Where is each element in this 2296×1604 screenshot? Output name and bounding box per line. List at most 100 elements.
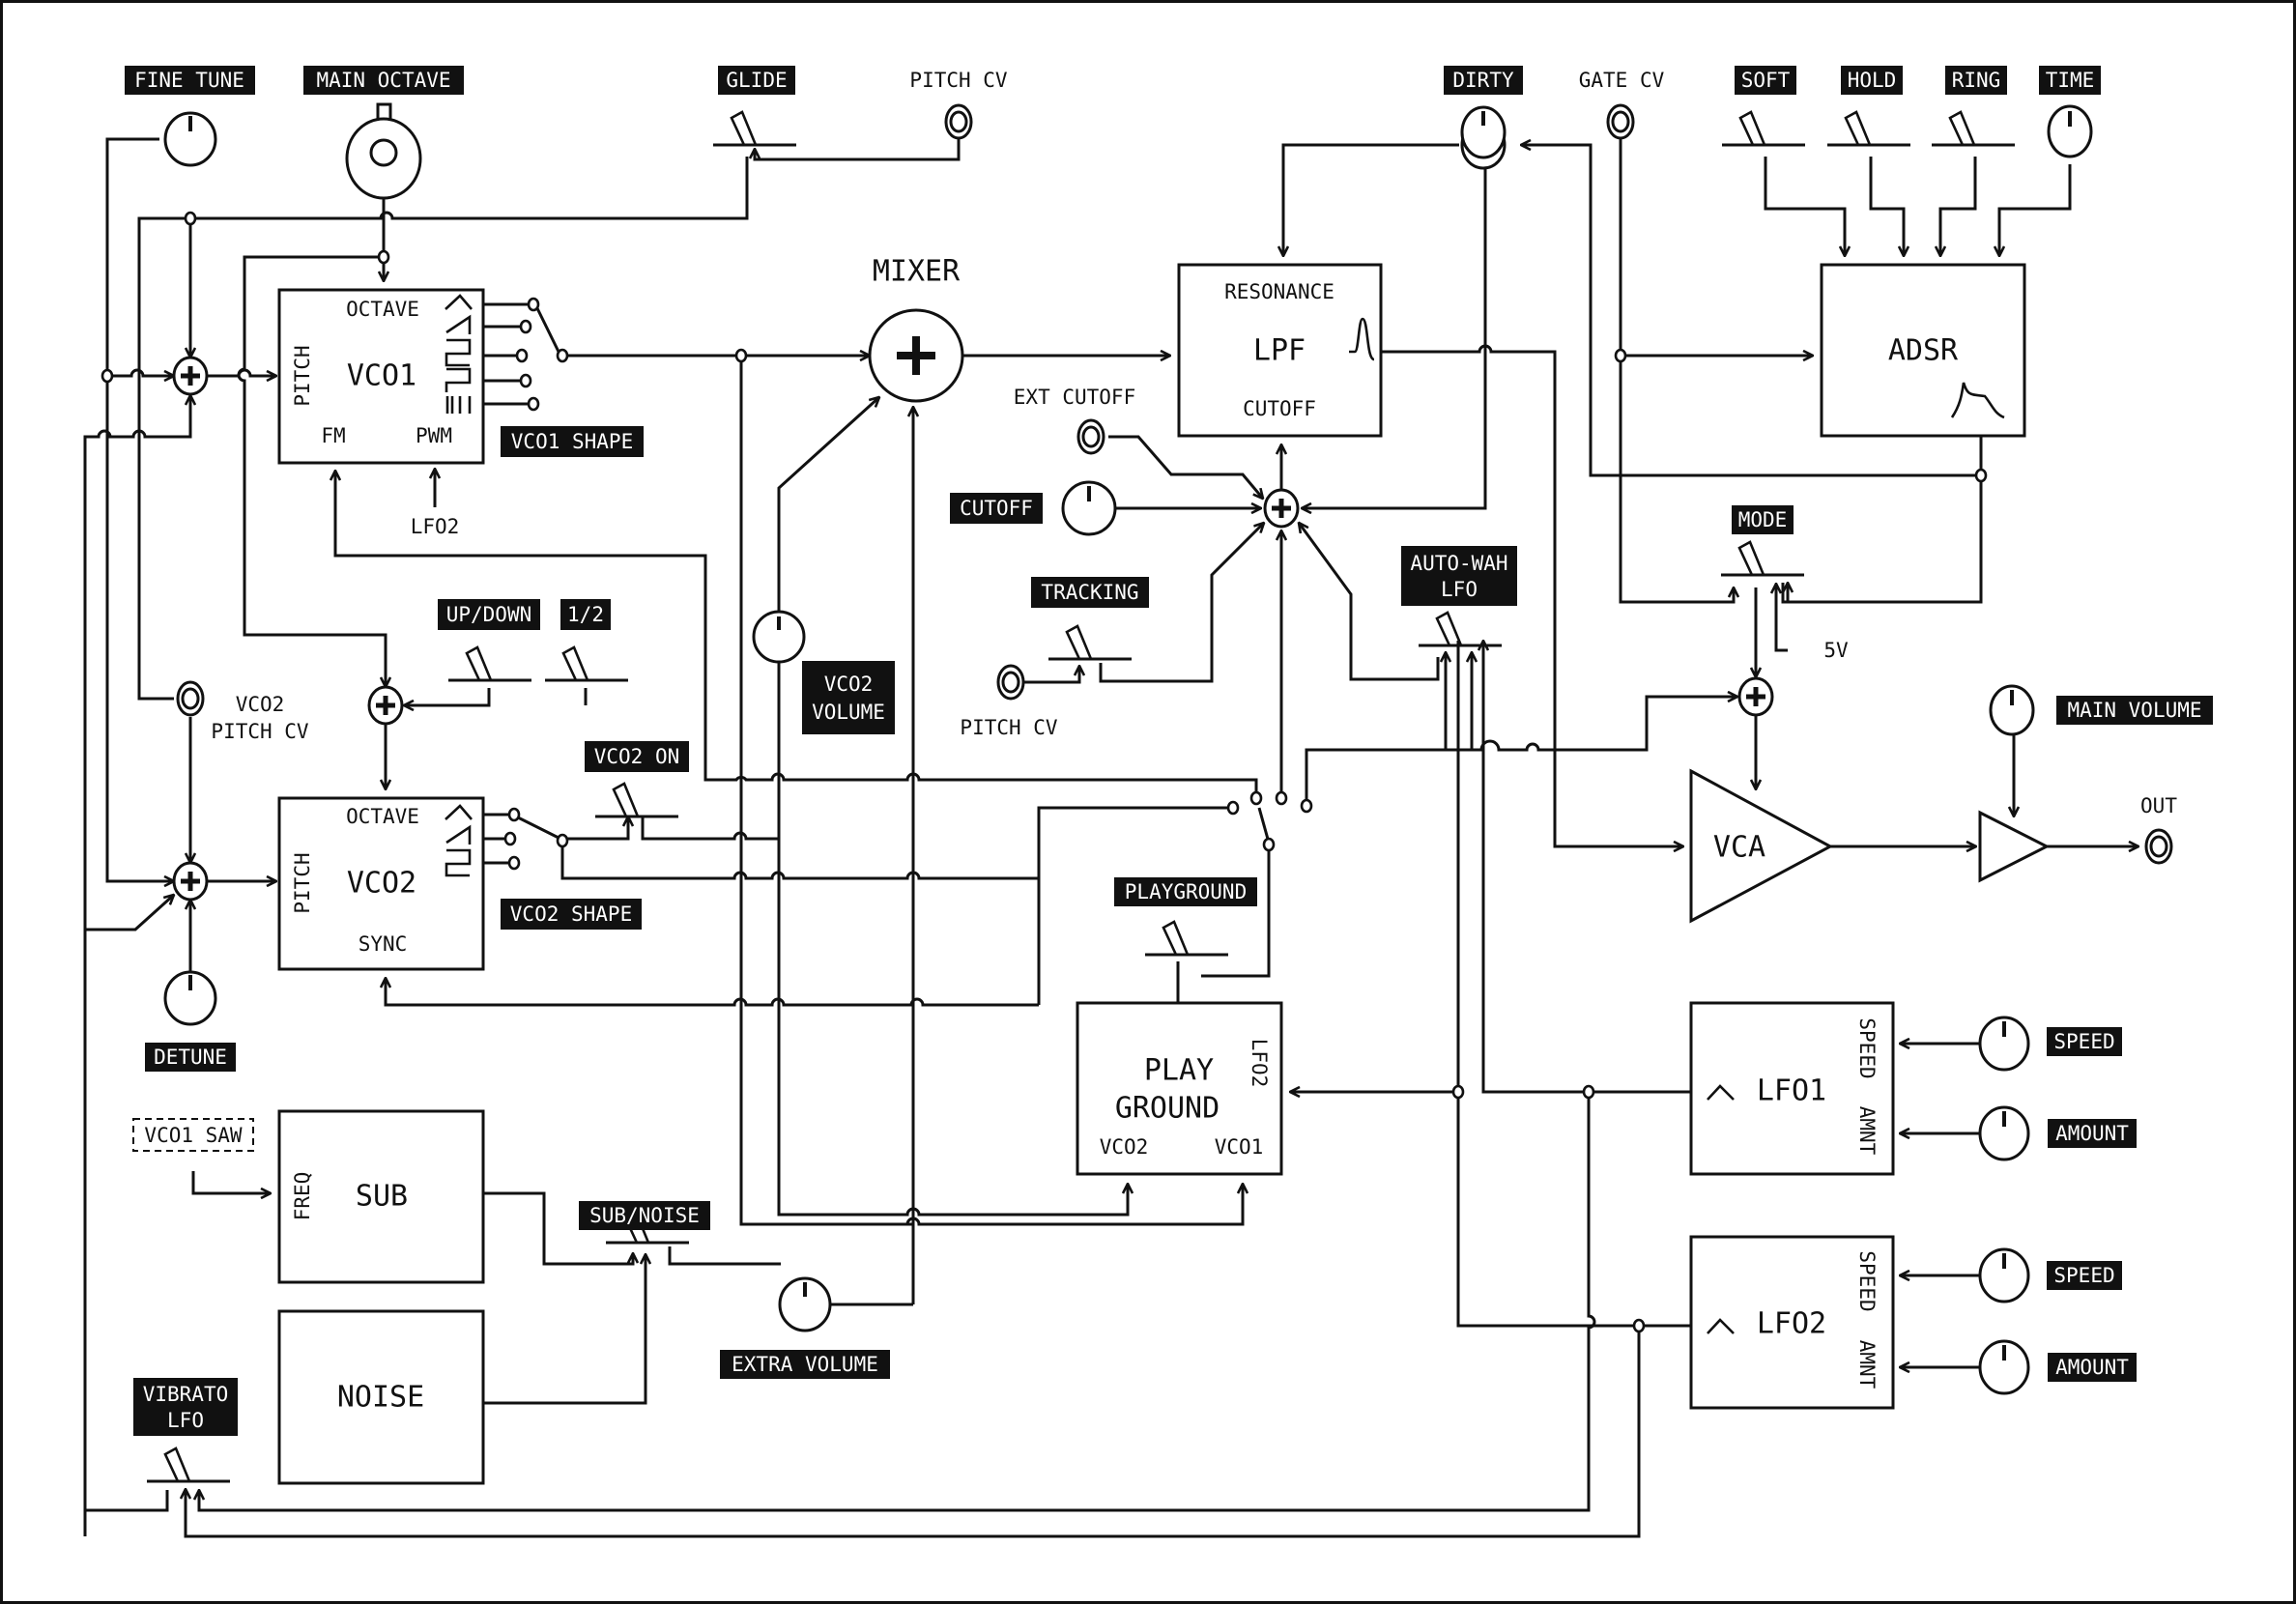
junction-dots bbox=[100, 211, 1988, 1333]
svg-text:LFO: LFO bbox=[1441, 578, 1478, 601]
sub-block: SUB FREQ bbox=[277, 1109, 485, 1284]
svg-text:AMOUNT: AMOUNT bbox=[2055, 1356, 2129, 1379]
svg-text:AUTO-WAH: AUTO-WAH bbox=[1410, 552, 1507, 575]
lfo2-amount-knob[interactable] bbox=[1978, 1339, 2030, 1395]
label-glide: GLIDE bbox=[718, 66, 795, 95]
playground-switch[interactable] bbox=[1145, 920, 1228, 957]
svg-text:MAIN VOLUME: MAIN VOLUME bbox=[2067, 699, 2201, 722]
sub-title: SUB bbox=[356, 1180, 408, 1214]
noise-title: NOISE bbox=[337, 1381, 424, 1415]
vco1-octave-label: OCTAVE bbox=[346, 298, 419, 321]
label-lfo1-speed: SPEED bbox=[2047, 1027, 2122, 1056]
vibrato-lfo-switch[interactable] bbox=[147, 1446, 230, 1483]
playground-block: PLAY GROUND LFO2 VCO2 VCO1 bbox=[1076, 1001, 1283, 1176]
svg-text:FINE TUNE: FINE TUNE bbox=[134, 69, 244, 92]
half-switch[interactable] bbox=[545, 645, 628, 682]
vco2-on-switch[interactable] bbox=[595, 782, 678, 818]
lfo2-speed-label: SPEED bbox=[1855, 1250, 1879, 1311]
label-vibrato-lfo: VIBRATO LFO bbox=[133, 1378, 238, 1436]
svg-text:DIRTY: DIRTY bbox=[1452, 69, 1514, 92]
gate-cv-jack[interactable] bbox=[1606, 103, 1635, 140]
playground-vco2-label: VCO2 bbox=[1100, 1135, 1149, 1159]
up-down-switch[interactable] bbox=[448, 645, 531, 682]
lpf-block: RESONANCE LPF CUTOFF bbox=[1177, 263, 1383, 438]
svg-text:AMOUNT: AMOUNT bbox=[2055, 1122, 2129, 1145]
glide-switch[interactable] bbox=[713, 110, 796, 147]
hold-switch[interactable] bbox=[1827, 110, 1910, 147]
svg-text:TRACKING: TRACKING bbox=[1041, 581, 1138, 604]
vco2-pitch-cv-label-line1: VCO2 bbox=[236, 693, 285, 716]
playground-lfo2-label: LFO2 bbox=[1248, 1039, 1271, 1088]
label-playground: PLAYGROUND bbox=[1114, 877, 1257, 906]
vco1-saw-source: VCO1 SAW bbox=[132, 1118, 254, 1152]
time-knob[interactable] bbox=[2047, 104, 2093, 158]
mode-switch[interactable] bbox=[1721, 540, 1804, 577]
svg-text:SUB/NOISE: SUB/NOISE bbox=[589, 1204, 700, 1227]
fine-tune-knob[interactable] bbox=[163, 111, 217, 167]
label-lfo1-amount: AMOUNT bbox=[2048, 1119, 2137, 1148]
lfo1-amount-knob[interactable] bbox=[1978, 1105, 2030, 1161]
triangle-wave-icon bbox=[1707, 1084, 1735, 1101]
vco1-fm-label: FM bbox=[321, 424, 345, 447]
label-detune: DETUNE bbox=[145, 1043, 236, 1072]
vco1-pwm-label: PWM bbox=[416, 424, 452, 447]
lfo1-amount-label: AMNT bbox=[1855, 1106, 1879, 1156]
vco2-title: VCO2 bbox=[347, 867, 416, 901]
vco2-volume-knob[interactable] bbox=[752, 610, 806, 664]
adsr-block: ADSR bbox=[1820, 263, 2026, 438]
tracking-switch[interactable] bbox=[1048, 624, 1132, 661]
soft-switch[interactable] bbox=[1722, 110, 1805, 147]
saw-wave-icon bbox=[445, 824, 472, 845]
detune-knob[interactable] bbox=[163, 970, 217, 1026]
noise-block: NOISE bbox=[277, 1309, 485, 1485]
playground-title-line1: PLAY bbox=[1144, 1054, 1214, 1088]
main-octave-knob[interactable] bbox=[345, 102, 422, 200]
lfo1-speed-knob[interactable] bbox=[1978, 1016, 2030, 1072]
lfo1-title: LFO1 bbox=[1757, 1074, 1826, 1108]
label-extra-volume: EXTRA VOLUME bbox=[720, 1350, 890, 1379]
label-lfo2-amount: AMOUNT bbox=[2048, 1353, 2137, 1382]
cutoff-knob[interactable] bbox=[1061, 480, 1117, 536]
main-volume-knob[interactable] bbox=[1989, 684, 2035, 736]
wires bbox=[83, 137, 2138, 1538]
label-dirty: DIRTY bbox=[1444, 66, 1523, 95]
playground-vco1-label: VCO1 bbox=[1215, 1135, 1264, 1159]
out-label: OUT bbox=[2140, 794, 2177, 817]
label-vco2-shape: VCO2 SHAPE bbox=[501, 899, 642, 930]
tracking-pitch-cv-jack[interactable] bbox=[996, 664, 1025, 701]
lfo2-amount-label: AMNT bbox=[1855, 1340, 1879, 1389]
vco2-pitch-label: PITCH bbox=[291, 852, 314, 913]
svg-text:CUTOFF: CUTOFF bbox=[960, 497, 1033, 520]
lfo2-speed-knob[interactable] bbox=[1978, 1247, 2030, 1303]
five-volt-label: 5V bbox=[1823, 639, 1849, 662]
svg-text:VCO2: VCO2 bbox=[824, 673, 874, 696]
switch-input-wires bbox=[1446, 583, 1788, 750]
summer-cutoff bbox=[1263, 488, 1300, 529]
lfo2-title: LFO2 bbox=[1757, 1307, 1826, 1341]
label-fine-tune: FINE TUNE bbox=[125, 66, 255, 95]
svg-text:1/2: 1/2 bbox=[567, 603, 604, 626]
svg-text:MODE: MODE bbox=[1738, 508, 1788, 531]
dirty-knob[interactable] bbox=[1460, 105, 1507, 170]
summer-vco1 bbox=[172, 356, 209, 396]
ring-switch[interactable] bbox=[1932, 110, 2015, 147]
auto-wah-lfo-switch[interactable] bbox=[1419, 611, 1502, 647]
pitch-cv-label: PITCH CV bbox=[909, 69, 1008, 92]
svg-text:LFO: LFO bbox=[167, 1409, 204, 1432]
label-hold: HOLD bbox=[1841, 66, 1903, 95]
label-half: 1/2 bbox=[560, 599, 611, 630]
vco1-pitch-label: PITCH bbox=[291, 345, 314, 406]
adsr-title: ADSR bbox=[1888, 334, 1959, 368]
label-time: TIME bbox=[2039, 66, 2101, 95]
ext-cutoff-jack[interactable] bbox=[1076, 418, 1105, 455]
vco2-pitch-cv-jack[interactable] bbox=[176, 680, 205, 717]
extra-volume-knob[interactable] bbox=[778, 1276, 832, 1332]
label-tracking: TRACKING bbox=[1031, 577, 1149, 608]
label-mode: MODE bbox=[1732, 505, 1794, 534]
sub-freq-label: FREQ bbox=[291, 1172, 314, 1221]
out-jack[interactable] bbox=[2144, 828, 2173, 865]
pitch-cv-to-glide-wire bbox=[755, 138, 961, 161]
pitch-cv-jack[interactable] bbox=[944, 103, 973, 140]
lfo2-block: LFO2 SPEED AMNT bbox=[1689, 1235, 1895, 1410]
